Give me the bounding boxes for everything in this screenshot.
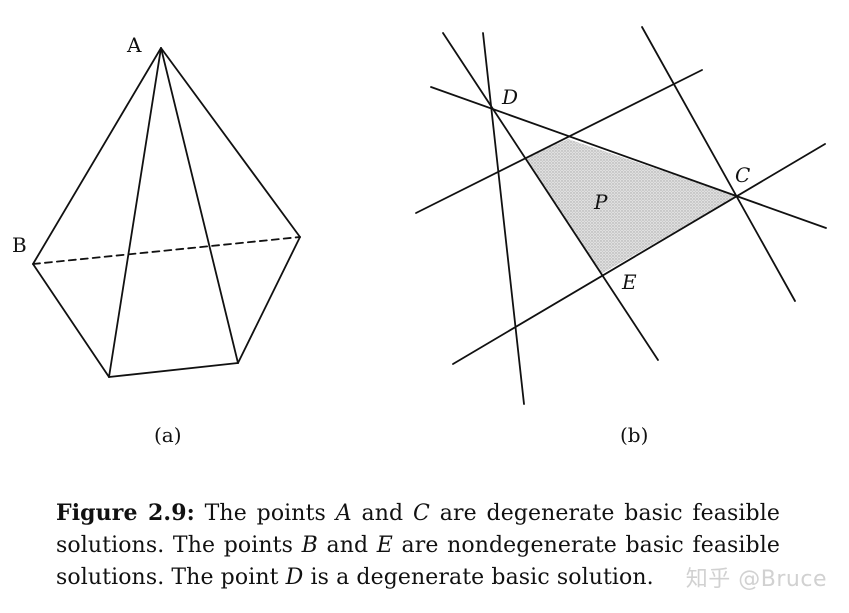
apex-edge-bl [108, 47, 162, 378]
constraint-line-4 [415, 69, 703, 214]
caption-text-2: and [351, 501, 414, 526]
panel-b-lines [415, 26, 827, 405]
caption-point-e: E [376, 533, 393, 558]
caption-point-d: D [285, 565, 304, 590]
base-edge-hidden [32, 236, 301, 265]
caption-text-1: The points [194, 501, 336, 526]
caption-text-3: are degenerate basic feasible solutions.… [56, 501, 780, 558]
base-edge-br-r [237, 236, 301, 364]
caption-text-6: is a degenerate basic solution. [303, 565, 654, 590]
constraint-line-3 [430, 86, 827, 229]
region-label-p: P [593, 190, 608, 214]
panel-b-sublabel: (b) [620, 423, 648, 447]
figure-caption: Figure 2.9: The points A and C are degen… [56, 497, 780, 594]
caption-text-5: are nondegenerate basic feasible solutio… [56, 533, 780, 590]
panel-a-pyramid [32, 47, 301, 378]
constraint-line-5 [452, 143, 826, 365]
figure-diagrams: A B (a) D C P E (b) [12, 26, 827, 447]
caption-text-4: and [317, 533, 377, 558]
caption-point-a: A [335, 501, 352, 526]
constraint-line-1 [482, 32, 525, 405]
feasible-region-p [526, 139, 737, 274]
caption-figure-label: Figure 2.9: [56, 500, 195, 526]
point-label-d: D [501, 85, 518, 109]
vertex-label-b: B [12, 233, 27, 257]
apex-edge-br [160, 47, 239, 364]
caption-point-c: C [413, 501, 430, 526]
constraint-line-2 [442, 32, 659, 361]
apex-edge-b [32, 47, 162, 265]
apex-edge-r [160, 47, 301, 238]
panel-a-sublabel: (a) [154, 423, 182, 447]
constraint-line-6 [641, 26, 796, 302]
point-label-e: E [621, 270, 637, 294]
point-label-c: C [735, 163, 750, 187]
base-edge-b-bl [32, 263, 110, 378]
base-edge-bl-br [108, 362, 239, 378]
caption-point-b: B [301, 533, 318, 558]
vertex-label-a: A [126, 33, 142, 57]
